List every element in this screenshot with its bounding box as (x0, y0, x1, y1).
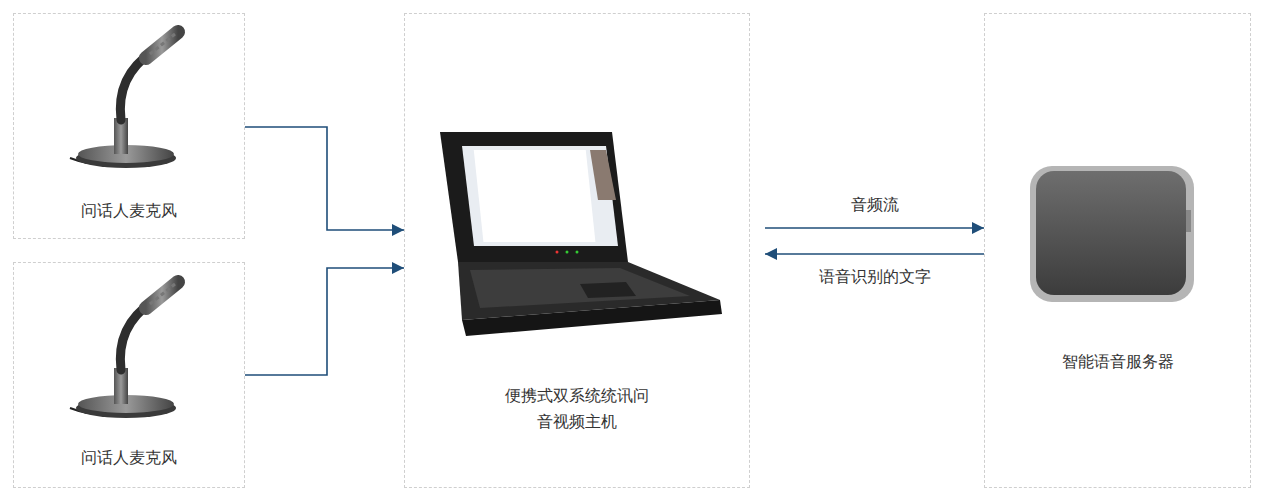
microphone-box: 问话人麦克风 (13, 13, 245, 239)
node-label: 便携式双系统统讯问 音视频主机 (497, 383, 657, 435)
edge-label: 音频流 (847, 195, 903, 215)
node-label: 问话人麦克风 (14, 198, 244, 224)
connector-arrow (765, 227, 984, 229)
microphone (70, 282, 178, 418)
connector-arrow (245, 268, 404, 375)
connector-arrow (245, 127, 404, 230)
laptop (440, 132, 722, 336)
node-label: 智能语音服务器 (985, 349, 1250, 375)
speaker-device (1030, 166, 1194, 302)
connector-arrow (765, 253, 984, 255)
server-box: 智能语音服务器 (984, 13, 1251, 488)
host-box: 便携式双系统统讯问 音视频主机 (404, 13, 750, 488)
edge-label: 语音识别的文字 (815, 267, 935, 287)
node-label: 问话人麦克风 (14, 445, 244, 471)
microphone-box: 问话人麦克风 (13, 262, 245, 488)
microphone (70, 32, 178, 168)
